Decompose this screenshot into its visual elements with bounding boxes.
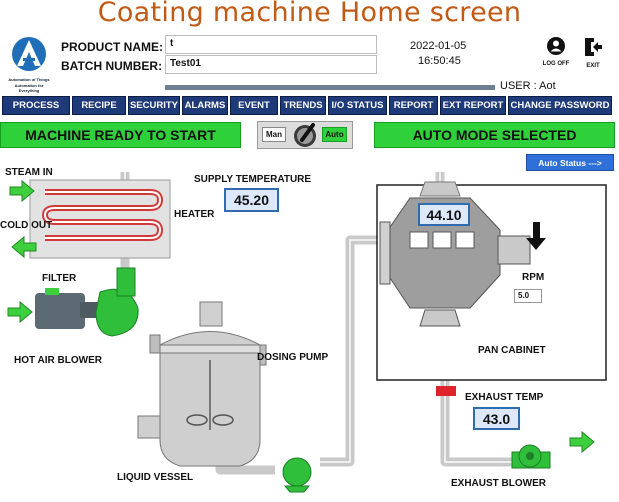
heater-label: HEATER bbox=[174, 209, 215, 220]
process-diagram bbox=[7, 172, 607, 493]
header-bar bbox=[165, 85, 495, 90]
liquid-vessel bbox=[137, 301, 267, 467]
product-name-label: PRODUCT NAME: bbox=[61, 40, 163, 54]
date-display: 2022-01-05 bbox=[410, 40, 467, 52]
exhaust-temp-value: 43.0 bbox=[473, 407, 520, 430]
exit-icon bbox=[585, 38, 602, 56]
steam-in-arrow bbox=[9, 179, 35, 203]
cold-out-arrow bbox=[11, 235, 37, 259]
nav-ext-report[interactable]: EXT REPORT bbox=[440, 96, 506, 115]
dosing-pump-unit bbox=[282, 457, 312, 493]
steam-in-label: STEAM IN bbox=[5, 167, 53, 178]
mode-selector-knob[interactable] bbox=[292, 122, 318, 148]
nav-alarms[interactable]: ALARMS bbox=[182, 96, 228, 115]
exhaust-out-arrow bbox=[569, 430, 595, 454]
cold-out-label: COLD OUT bbox=[0, 220, 53, 231]
rpm-value: 5.0 bbox=[514, 289, 542, 303]
nav-change-password[interactable]: CHANGE PASSWORD bbox=[508, 96, 612, 115]
company-logo: Automation of Things Automation for Ever… bbox=[4, 36, 54, 93]
nav-io-status[interactable]: I/O STATUS bbox=[328, 96, 387, 115]
exhaust-blower-label: EXHAUST BLOWER bbox=[451, 478, 546, 489]
hot-air-blower bbox=[35, 267, 139, 337]
nav-event[interactable]: EVENT bbox=[230, 96, 278, 115]
nav-trends[interactable]: TRENDS bbox=[280, 96, 326, 115]
user-icon bbox=[547, 37, 565, 55]
exit-button[interactable]: EXIT bbox=[579, 36, 607, 69]
pan-temp-value: 44.10 bbox=[418, 203, 470, 226]
logo-icon bbox=[12, 37, 46, 71]
exhaust-temp-label: EXHAUST TEMP bbox=[465, 392, 544, 403]
logoff-button[interactable]: LOG OFF bbox=[539, 36, 573, 67]
product-name-field[interactable]: t bbox=[165, 35, 377, 54]
logoff-label: LOG OFF bbox=[542, 61, 570, 67]
heater bbox=[29, 179, 171, 259]
machine-status-banner: MACHINE READY TO START bbox=[0, 122, 241, 148]
pan-cabinet bbox=[376, 181, 607, 381]
liquid-vessel-label: LIQUID VESSEL bbox=[117, 472, 194, 483]
exhaust-blower-unit bbox=[511, 444, 551, 469]
nav-report[interactable]: REPORT bbox=[389, 96, 438, 115]
nav-security[interactable]: SECURITY bbox=[128, 96, 180, 115]
nav-recipe[interactable]: RECIPE bbox=[72, 96, 126, 115]
page-title: Coating machine Home screen bbox=[97, 0, 522, 28]
hot-air-blower-label: HOT AIR BLOWER bbox=[14, 355, 102, 366]
auto-mode-button[interactable]: Auto bbox=[322, 127, 347, 142]
rpm-label: RPM bbox=[522, 272, 545, 283]
batch-number-label: BATCH NUMBER: bbox=[61, 59, 163, 73]
supply-temp-label: SUPPLY TEMPERATURE bbox=[194, 174, 312, 185]
man-mode-button[interactable]: Man bbox=[262, 127, 286, 142]
nav-process[interactable]: PROCESS bbox=[2, 96, 70, 115]
user-display: USER : Aot bbox=[500, 80, 556, 92]
inlet-arrow bbox=[7, 300, 33, 324]
logo-line-1: Automation of Things bbox=[8, 77, 50, 82]
logo-line-2: Automation for Everything bbox=[14, 83, 44, 93]
time-display: 16:50:45 bbox=[418, 55, 461, 67]
supply-temp-value: 45.20 bbox=[224, 188, 279, 212]
exhaust-temp-sensor bbox=[436, 386, 456, 396]
pan-cabinet-label: PAN CABINET bbox=[478, 345, 546, 356]
exit-label: EXIT bbox=[586, 63, 600, 69]
filter-label: FILTER bbox=[42, 273, 77, 284]
mode-status-banner: AUTO MODE SELECTED bbox=[374, 122, 615, 148]
batch-number-field[interactable]: Test01 bbox=[165, 55, 377, 74]
dosing-pump-label: DOSING PUMP bbox=[257, 352, 329, 363]
auto-status-button[interactable]: Auto Status ---> bbox=[526, 154, 614, 171]
